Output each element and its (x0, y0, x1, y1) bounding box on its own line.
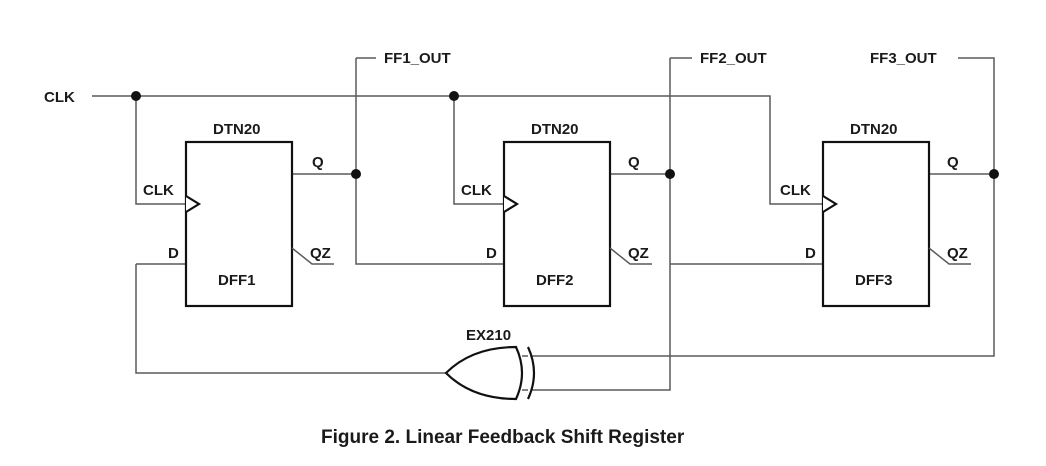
dff2-type-label: DTN20 (531, 121, 579, 138)
ff2-out-wire (522, 58, 671, 391)
clock-bus-wire (92, 95, 823, 205)
ff3-out-label: FF3_OUT (870, 50, 937, 67)
flipflop-dff2: DTN20 CLK D Q QZ DFF2 (461, 121, 652, 308)
xor-gate-body (444, 345, 524, 401)
junction-ff3-out (989, 169, 999, 179)
dff1-d-pin-label: D (168, 245, 179, 262)
flipflop-dff1: DTN20 CLK D Q QZ DFF1 (143, 121, 334, 308)
dff2-d-pin-label: D (486, 245, 497, 262)
dff2-qz-wire (609, 247, 652, 265)
ff1-out-wire (355, 58, 504, 265)
xor-gate-ex210: EX210 (444, 327, 536, 401)
clk-wire-dff1 (135, 96, 186, 205)
flipflop-dff3: DTN20 CLK D Q QZ DFF3 (780, 121, 971, 308)
dff2-clk-pin-label: CLK (461, 182, 492, 199)
dff1-name-label: DFF1 (218, 272, 256, 289)
dff3-name-label: DFF3 (855, 272, 893, 289)
dff1-qz-pin-label: QZ (310, 245, 331, 262)
dff3-qz-wire (928, 247, 971, 265)
figure-caption: Figure 2. Linear Feedback Shift Register (321, 427, 685, 448)
feedback-wire (135, 264, 448, 374)
junction-ff1-out (351, 169, 361, 179)
dff3-clock-triangle (822, 195, 839, 213)
dff1-body (184, 140, 294, 308)
dff1-type-label: DTN20 (213, 121, 261, 138)
dff2-name-label: DFF2 (536, 272, 574, 289)
dff1-clock-triangle (185, 195, 202, 213)
dff3-body (821, 140, 931, 308)
clk-input-label: CLK (44, 89, 75, 106)
junction-clk-dff2 (449, 91, 459, 101)
dff2-q-pin-label: Q (628, 154, 640, 171)
dff3-type-label: DTN20 (850, 121, 898, 138)
xor-type-label: EX210 (466, 327, 511, 344)
dff1-qz-wire (291, 247, 334, 265)
dff2-clock-triangle (503, 195, 520, 213)
dff1-clk-pin-label: CLK (143, 182, 174, 199)
junction-clk-dff1 (131, 91, 141, 101)
junction-ff2-out (665, 169, 675, 179)
ff3-out-wire (522, 57, 995, 357)
dff3-clk-pin-label: CLK (780, 182, 811, 199)
dff3-d-pin-label: D (805, 245, 816, 262)
clk-wire-dff2 (453, 96, 504, 205)
dff3-qz-pin-label: QZ (947, 245, 968, 262)
ff2-out-label: FF2_OUT (700, 50, 767, 67)
dff2-body (502, 140, 612, 308)
dff3-q-pin-label: Q (947, 154, 959, 171)
ff1-out-label: FF1_OUT (384, 50, 451, 67)
dff1-q-pin-label: Q (312, 154, 324, 171)
xor-gate-input-arc (527, 346, 536, 400)
dff2-qz-pin-label: QZ (628, 245, 649, 262)
